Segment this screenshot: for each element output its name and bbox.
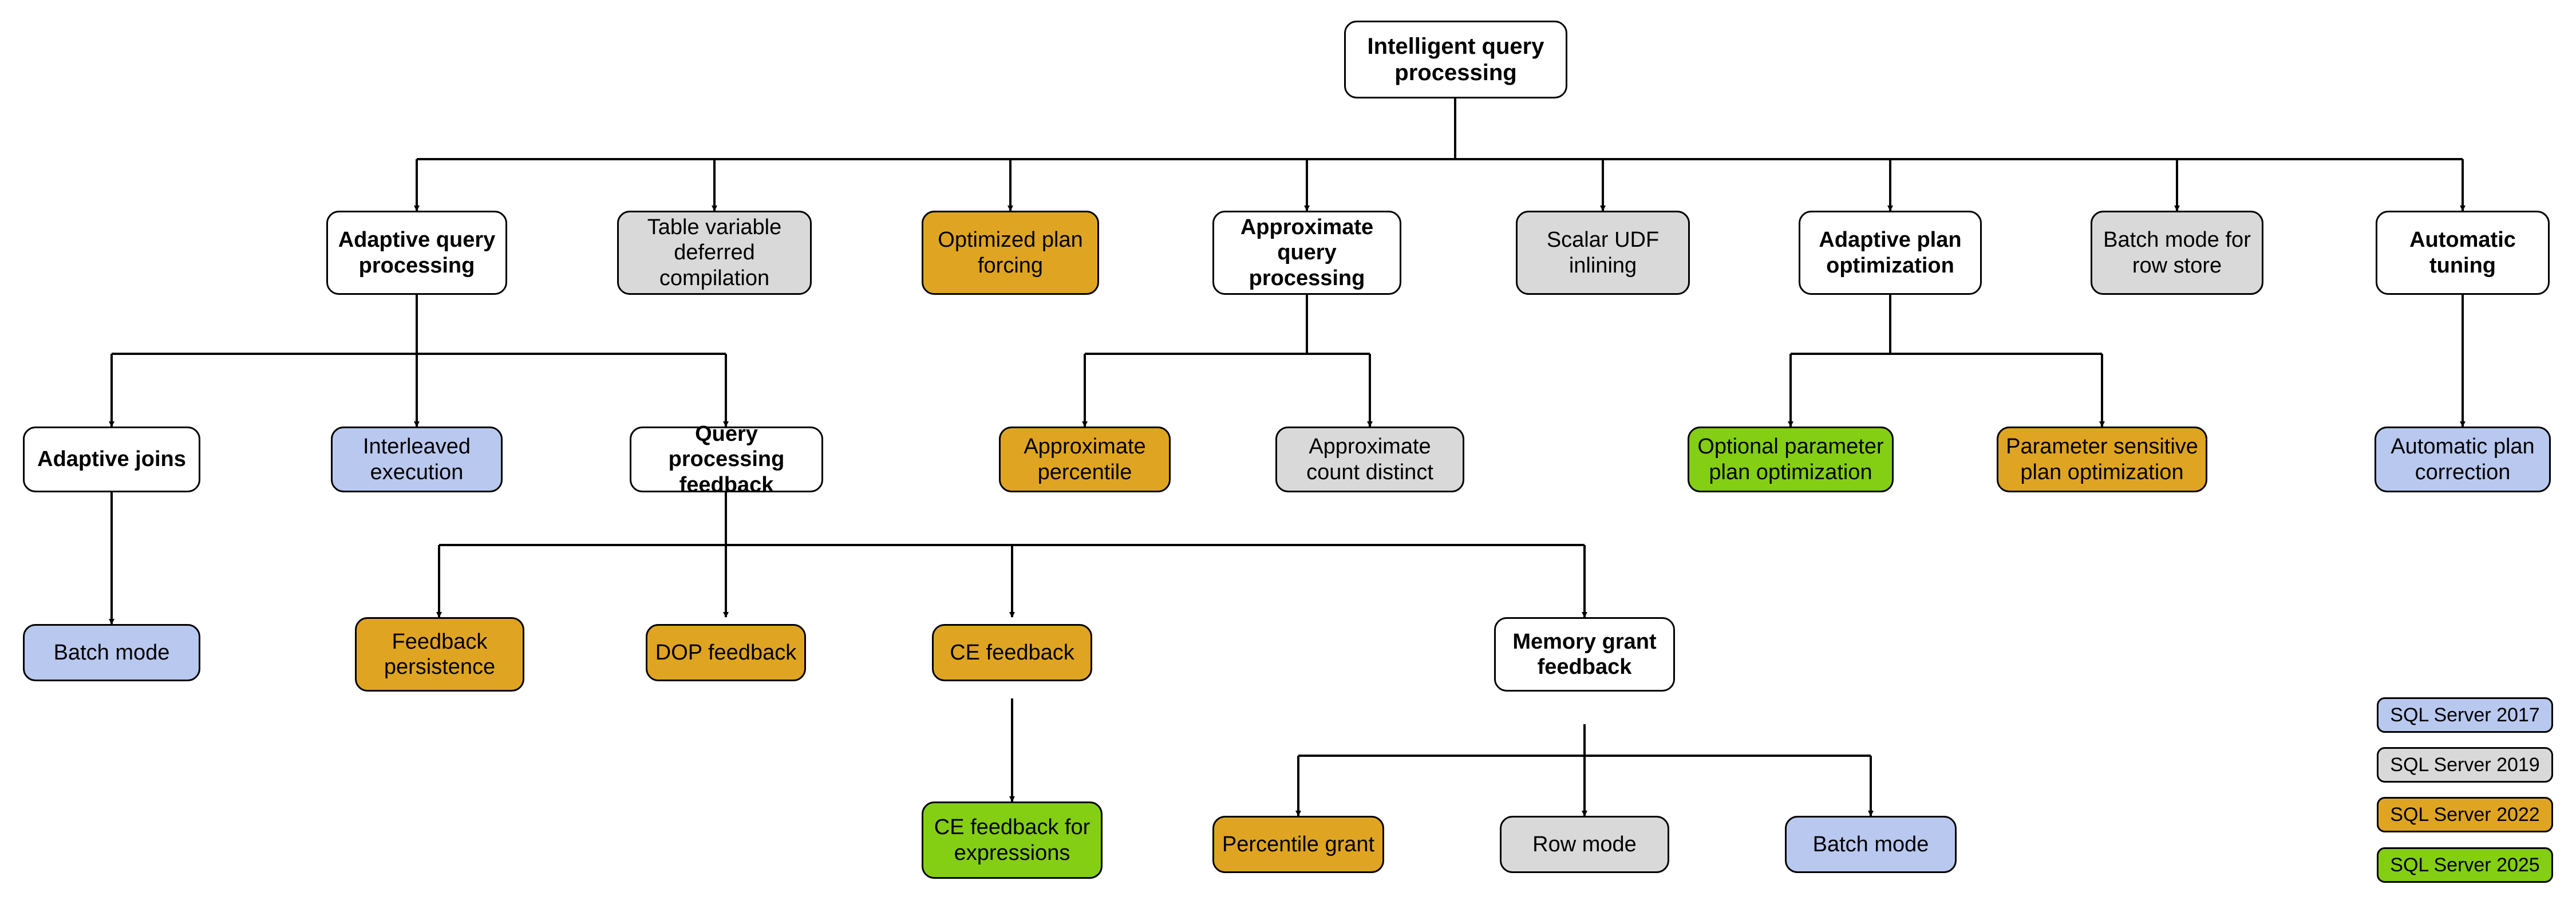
node-adaptive-joins[interactable]: Adaptive joins bbox=[23, 427, 200, 492]
node-parameter-sensitive-plan-optimization[interactable]: Parameter sensitive plan optimization bbox=[1997, 427, 2207, 492]
node-automatic-plan-correction[interactable]: Automatic plan correction bbox=[2374, 427, 2551, 492]
node-batch-mode-for-row-store[interactable]: Batch mode for row store bbox=[2091, 211, 2263, 295]
node-approximate-percentile[interactable]: Approximate percentile bbox=[999, 427, 1171, 492]
legend-item-sql-server-2025[interactable]: SQL Server 2025 bbox=[2377, 847, 2553, 883]
node-adaptive-query-processing[interactable]: Adaptive query processing bbox=[326, 211, 507, 295]
node-scalar-udf-inlining[interactable]: Scalar UDF inlining bbox=[1516, 211, 1690, 295]
node-automatic-tuning[interactable]: Automatic tuning bbox=[2376, 211, 2550, 295]
node-table-variable-deferred-compilation[interactable]: Table variable deferred compilation bbox=[617, 211, 812, 295]
node-memory-grant-feedback[interactable]: Memory grant feedback bbox=[1494, 617, 1675, 692]
node-ce-feedback-for-expressions[interactable]: CE feedback for expressions bbox=[922, 802, 1103, 879]
node-percentile-grant[interactable]: Percentile grant bbox=[1212, 816, 1384, 873]
node-ce-feedback[interactable]: CE feedback bbox=[932, 624, 1092, 681]
node-adaptive-plan-optimization[interactable]: Adaptive plan optimization bbox=[1799, 211, 1982, 295]
node-dop-feedback[interactable]: DOP feedback bbox=[646, 624, 806, 681]
node-intelligent-query-processing[interactable]: Intelligent query processing bbox=[1344, 21, 1567, 98]
node-query-processing-feedback[interactable]: Query processing feedback bbox=[630, 422, 823, 497]
legend-item-sql-server-2019[interactable]: SQL Server 2019 bbox=[2377, 747, 2553, 783]
node-approximate-query-processing[interactable]: Approximate query processing bbox=[1212, 211, 1401, 295]
node-interleaved-execution[interactable]: Interleaved execution bbox=[331, 427, 503, 492]
node-row-mode[interactable]: Row mode bbox=[1500, 816, 1669, 873]
legend-item-sql-server-2017[interactable]: SQL Server 2017 bbox=[2377, 697, 2553, 733]
node-approximate-count-distinct[interactable]: Approximate count distinct bbox=[1275, 427, 1464, 492]
node-optimized-plan-forcing[interactable]: Optimized plan forcing bbox=[922, 211, 1099, 295]
node-optional-parameter-plan-optimization[interactable]: Optional parameter plan optimization bbox=[1688, 427, 1894, 492]
node-feedback-persistence[interactable]: Feedback persistence bbox=[355, 617, 524, 692]
node-batch-mode-adaptive-joins[interactable]: Batch mode bbox=[23, 624, 200, 681]
node-batch-mode-memory-grant[interactable]: Batch mode bbox=[1785, 816, 1957, 873]
legend-item-sql-server-2022[interactable]: SQL Server 2022 bbox=[2377, 797, 2553, 832]
